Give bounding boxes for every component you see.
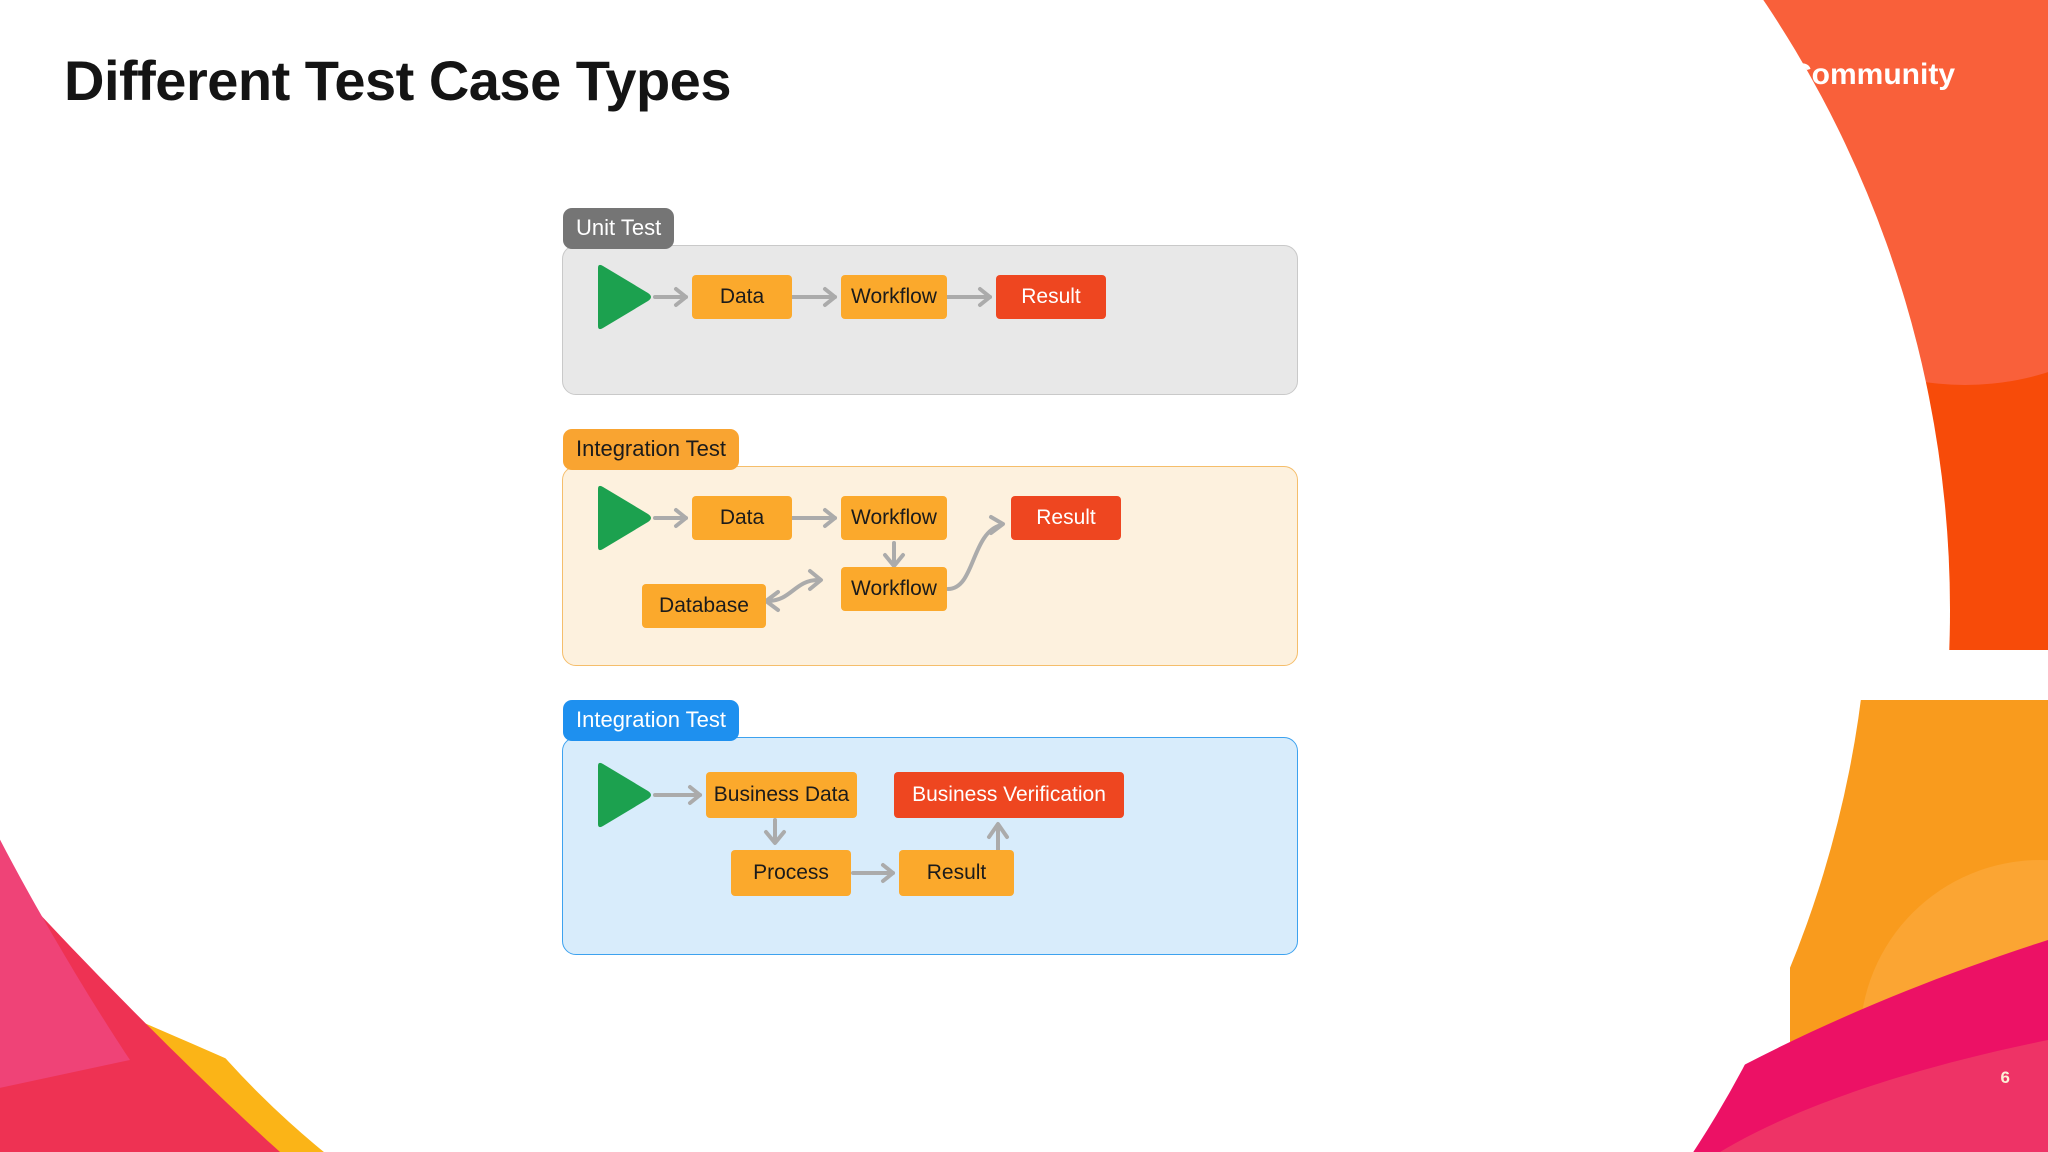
svg-text:Ui: Ui xyxy=(1658,60,1684,90)
node-result[interactable]: Result xyxy=(1011,496,1121,540)
deco-pink-bottom xyxy=(1600,940,2048,1152)
node-process[interactable]: Process xyxy=(731,850,851,896)
integration-blue-flow-svg xyxy=(598,762,1009,888)
panel-integration-test-blue: Business Data Business Verification Proc… xyxy=(562,737,1298,955)
play-triangle-icon xyxy=(598,264,651,330)
node-result[interactable]: Result xyxy=(996,275,1106,319)
svg-text:Path: Path xyxy=(1702,58,1767,91)
badge-integration-test-blue[interactable]: Integration Test xyxy=(563,700,740,741)
node-label: Business Verification xyxy=(912,783,1106,806)
node-label: Workflow xyxy=(851,285,937,308)
node-label: Process xyxy=(753,861,829,884)
node-workflow-top[interactable]: Workflow xyxy=(841,496,947,540)
node-label: Workflow xyxy=(851,577,937,600)
play-triangle-icon xyxy=(598,485,651,551)
node-label: Result xyxy=(1036,506,1096,529)
uipath-community-logo: Ui Path ™ Community xyxy=(1650,52,1990,94)
arrow-workflow-to-result-curve xyxy=(946,523,1003,591)
unit-test-flow-svg xyxy=(598,264,992,330)
node-database[interactable]: Database xyxy=(642,584,766,628)
deco-orange-top xyxy=(1300,0,2048,650)
page-number: 6 xyxy=(2000,1068,2010,1087)
node-business-data[interactable]: Business Data xyxy=(706,772,857,818)
node-label: Data xyxy=(719,506,765,529)
node-data[interactable]: Data xyxy=(692,275,792,319)
node-label: Database xyxy=(659,594,749,617)
node-workflow[interactable]: Workflow xyxy=(841,275,947,319)
node-label: Result xyxy=(1021,285,1081,308)
node-data[interactable]: Data xyxy=(692,496,792,540)
group-integration-test-blue: Integration Test xyxy=(562,700,1298,955)
panel-unit-test: Data Workflow Result xyxy=(562,245,1298,395)
deco-amber-glow xyxy=(1860,860,2048,1152)
group-integration-test-amber: Integration Test xyxy=(562,429,1298,666)
node-business-verification[interactable]: Business Verification xyxy=(894,772,1124,818)
test-case-types-diagram: Unit Test Data xyxy=(562,208,1298,955)
node-workflow-bottom[interactable]: Workflow xyxy=(841,567,947,611)
logo-svg: Ui Path ™ Community xyxy=(1650,52,1955,94)
node-label: Result xyxy=(926,861,987,884)
node-label: Business Data xyxy=(713,783,850,806)
panel-integration-test-amber: Data Workflow Result Workflow Database xyxy=(562,466,1298,666)
node-label: Data xyxy=(719,285,765,308)
node-result[interactable]: Result xyxy=(899,850,1014,896)
group-unit-test: Unit Test Data xyxy=(562,208,1298,395)
deco-pink-bottom-2 xyxy=(1720,1040,2048,1152)
deco-pink-left xyxy=(0,839,130,1088)
svg-text:Community: Community xyxy=(1790,58,1955,91)
node-label: Workflow xyxy=(851,506,937,529)
play-triangle-icon xyxy=(598,762,651,828)
page-title: Different Test Case Types xyxy=(64,49,731,112)
deco-crimson-left xyxy=(0,871,280,1152)
svg-text:™: ™ xyxy=(1772,57,1783,69)
deco-yellow-left xyxy=(0,963,430,1152)
badge-unit-test[interactable]: Unit Test xyxy=(563,208,675,249)
badge-integration-test-amber[interactable]: Integration Test xyxy=(563,429,740,470)
